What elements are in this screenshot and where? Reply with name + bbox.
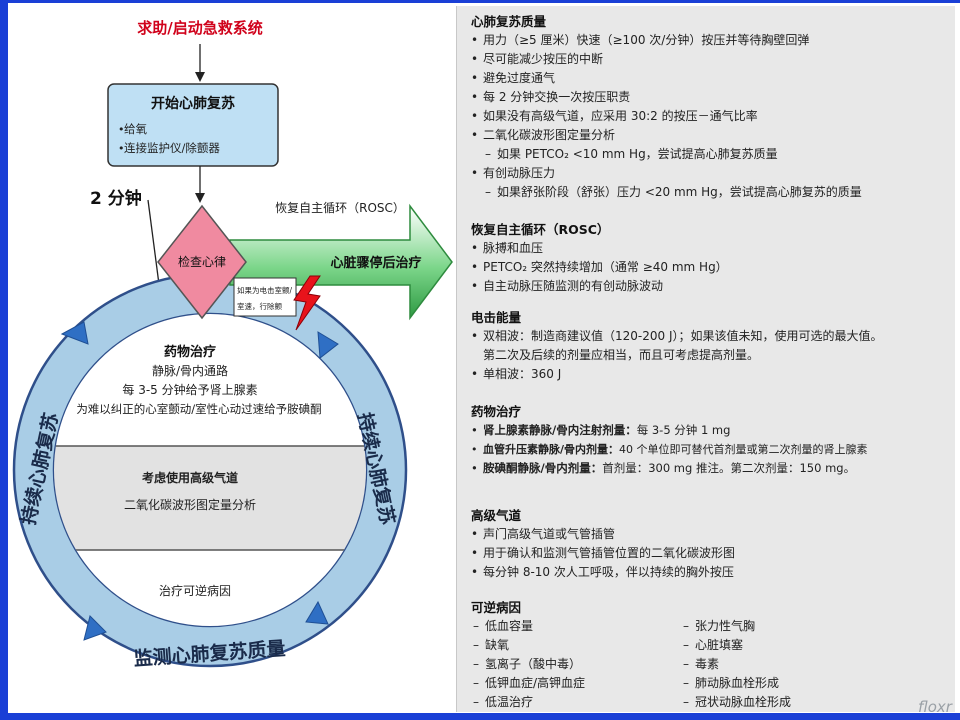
cpr-quality-item: 尽可能减少按压的中断 <box>471 50 955 69</box>
cpr-quality-item: 如果舒张阶段（舒张）压力 <20 mm Hg，尝试提高心肺复苏的质量 <box>471 183 955 202</box>
cpr-quality-item: 如果没有高级气道，应采用 30:2 的按压－通气比率 <box>471 107 955 126</box>
airway-item: 声门高级气道或气管插管 <box>471 525 955 544</box>
shock-box-line-2: 室速，行除颤 <box>237 301 282 311</box>
rosc-title: 恢复自主循环（ROSC） <box>471 222 610 237</box>
ring-arrow-upper-right <box>317 331 339 359</box>
lightning-icon <box>293 275 321 331</box>
reversible-cause-item: 低钾血症/高钾血症 <box>471 674 681 693</box>
section-advanced-airway: 高级气道 声门高级气道或气管插管 用于确认和监测气管插管位置的二氧化碳波形图 每… <box>471 506 955 582</box>
cpr-quality-item: 每 2 分钟交换一次按压职责 <box>471 88 955 107</box>
section-reversible-causes: 可逆病因 低血容量缺氧氢离子（酸中毒）低钾血症/高钾血症低温治疗 张力性气胸心脏… <box>471 598 955 712</box>
airway-line-2: 二氧化碳波形图定量分析 <box>124 497 256 512</box>
drug-item-amiodarone: 胺碘酮静脉/骨内剂量：首剂量：300 mg 推注。第二次剂量：150 mg。 <box>471 459 955 478</box>
shock-energy-title: 电击能量 <box>471 310 522 325</box>
cpr-quality-item: 避免过度通气 <box>471 69 955 88</box>
ring-arrow-lower-left <box>83 615 107 641</box>
start-cpr-title: 开始心肺复苏 <box>151 95 235 112</box>
cpr-quality-item: 二氧化碳波形图定量分析 <box>471 126 955 145</box>
airway-item: 用于确认和监测气管插管位置的二氧化碳波形图 <box>471 544 955 563</box>
section-cpr-quality: 心肺复苏质量 用力（≥5 厘米）快速（≥100 次/分钟）按压并等待胸壁回弹尽可… <box>471 12 955 202</box>
drug-item-vasopressin: 血管升压素静脉/骨内剂量：40 个单位即可替代首剂量或第二次剂量的肾上腺素 <box>471 440 955 459</box>
section-shock-energy: 电击能量 双相波：制造商建议值（120-200 J）；如果该值未知，使用可选的最… <box>471 308 955 384</box>
reversible-cause-item: 低血容量 <box>471 617 681 636</box>
drug-item-epinephrine: 肾上腺素静脉/骨内注射剂量：每 3-5 分钟 1 mg <box>471 421 955 440</box>
start-cpr-box <box>107 83 279 167</box>
rosc-item: 自主动脉压随监测的有创动脉波动 <box>471 277 955 296</box>
cpr-quality-item: 用力（≥5 厘米）快速（≥100 次/分钟）按压并等待胸壁回弹 <box>471 31 955 50</box>
reversible-cause-item: 冠状动脉血栓形成 <box>681 693 891 712</box>
frame-left <box>0 0 8 720</box>
two-min-label: 2 分钟 <box>90 188 142 209</box>
check-rhythm-diamond <box>157 204 247 320</box>
drug-line-iv: 静脉/骨内通路 <box>152 363 228 378</box>
drug-therapy-title: 药物治疗 <box>471 404 522 419</box>
rosc-label: 恢复自主循环（ROSC） <box>275 201 405 215</box>
shock-item-monophasic: 单相波：360 J <box>471 365 955 384</box>
section-drug-therapy: 药物治疗 肾上腺素静脉/骨内注射剂量：每 3-5 分钟 1 mg 血管升压素静脉… <box>471 402 955 478</box>
cpr-quality-title: 心肺复苏质量 <box>471 14 547 29</box>
frame-bottom <box>0 713 960 720</box>
rosc-item: PETCO₂ 突然持续增加（通常 ≥40 mm Hg） <box>471 258 955 277</box>
cpr-quality-item: 有创动脉压力 <box>471 164 955 183</box>
drug-title: 药物治疗 <box>164 344 216 360</box>
reversible-causes-label: 治疗可逆病因 <box>159 583 231 598</box>
airway-item: 每分钟 8-10 次人工呼吸，伴以持续的胸外按压 <box>471 563 955 582</box>
drug-line-amiodarone: 为难以纠正的心室颤动/室性心动过速给予胺碘酮 <box>76 402 321 416</box>
reversible-cause-item: 心脏填塞 <box>681 636 891 655</box>
ring-arrow-upper-left <box>60 321 89 345</box>
top-title: 求助/启动急救系统 <box>137 19 262 37</box>
post-arrest-label: 心脏骤停后治疗 <box>330 255 421 271</box>
section-rosc: 恢复自主循环（ROSC） 脉搏和血压 PETCO₂ 突然持续增加（通常 ≥40 … <box>471 220 955 296</box>
rosc-item: 脉搏和血压 <box>471 239 955 258</box>
watermark: floxr <box>918 698 952 716</box>
svg-text:•: • <box>118 123 125 136</box>
airway-line-1: 考虑使用高级气道 <box>142 470 238 485</box>
drug-line-epi: 每 3-5 分钟给予肾上腺素 <box>122 382 257 397</box>
start-item-oxygen: 给氧 <box>124 122 147 136</box>
frame-top <box>0 0 960 3</box>
reversible-cause-item: 肺动脉血栓形成 <box>681 674 891 693</box>
check-rhythm-label: 检查心律 <box>178 254 226 269</box>
cardiac-arrest-diagram: 求助/启动急救系统 开始心肺复苏 给氧 • 连接监护仪/除颤器 • 2 分钟 恢… <box>12 19 453 670</box>
reversible-causes-title: 可逆病因 <box>471 600 522 615</box>
shock-box-line-1: 如果为电击室颤/ <box>237 285 292 295</box>
reversible-cause-item: 张力性气胸 <box>681 617 891 636</box>
reversible-cause-item: 缺氧 <box>471 636 681 655</box>
reversible-cause-item: 低温治疗 <box>471 693 681 712</box>
shock-item-biphasic: 双相波：制造商建议值（120-200 J）；如果该值未知，使用可选的最大值。 <box>471 327 955 346</box>
ring-arrow-lower-right <box>305 600 329 625</box>
reversible-cause-item: 毒素 <box>681 655 891 674</box>
svg-text:•: • <box>118 142 125 155</box>
cpr-quality-item: 如果 PETCO₂ <10 mm Hg，尝试提高心肺复苏质量 <box>471 145 955 164</box>
advanced-airway-title: 高级气道 <box>471 508 522 523</box>
reversible-cause-item: 氢离子（酸中毒） <box>471 655 681 674</box>
shock-item-continuation: 第二次及后续的剂量应相当，而且可考虑提高剂量。 <box>483 348 760 362</box>
reference-panel: 心肺复苏质量 用力（≥5 厘米）快速（≥100 次/分钟）按压并等待胸壁回弹尽可… <box>456 6 955 712</box>
start-item-monitor: 连接监护仪/除颤器 <box>124 141 220 155</box>
